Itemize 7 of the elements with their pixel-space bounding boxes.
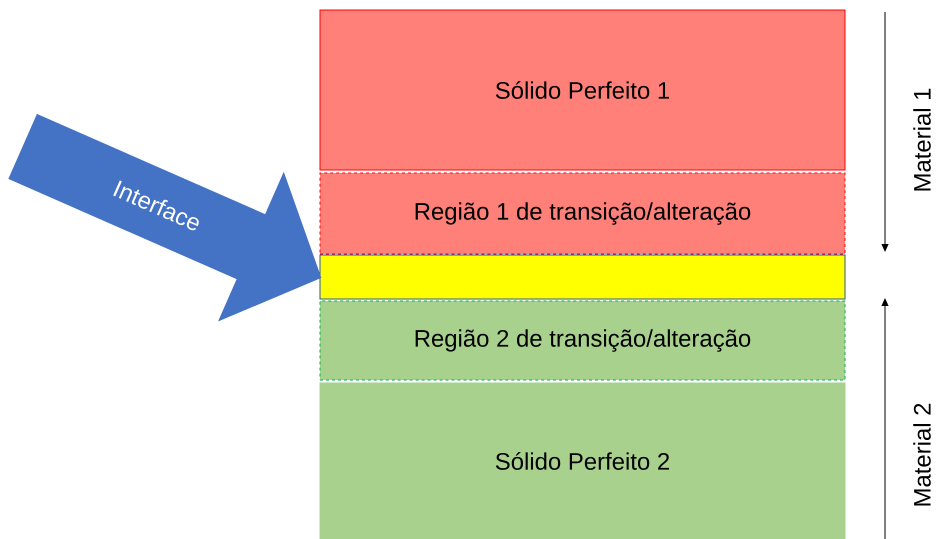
layer-band: Região 2 de transição/alteração	[320, 300, 846, 380]
interface-bar	[320, 254, 846, 300]
layer-band: Região 1 de transição/alteração	[320, 172, 846, 254]
layer-band: Sólido Perfeito 1	[320, 10, 846, 170]
side-label: Material 2	[913, 404, 931, 506]
layer-band: Sólido Perfeito 2	[320, 382, 846, 539]
side-label: Material 1	[913, 88, 931, 191]
